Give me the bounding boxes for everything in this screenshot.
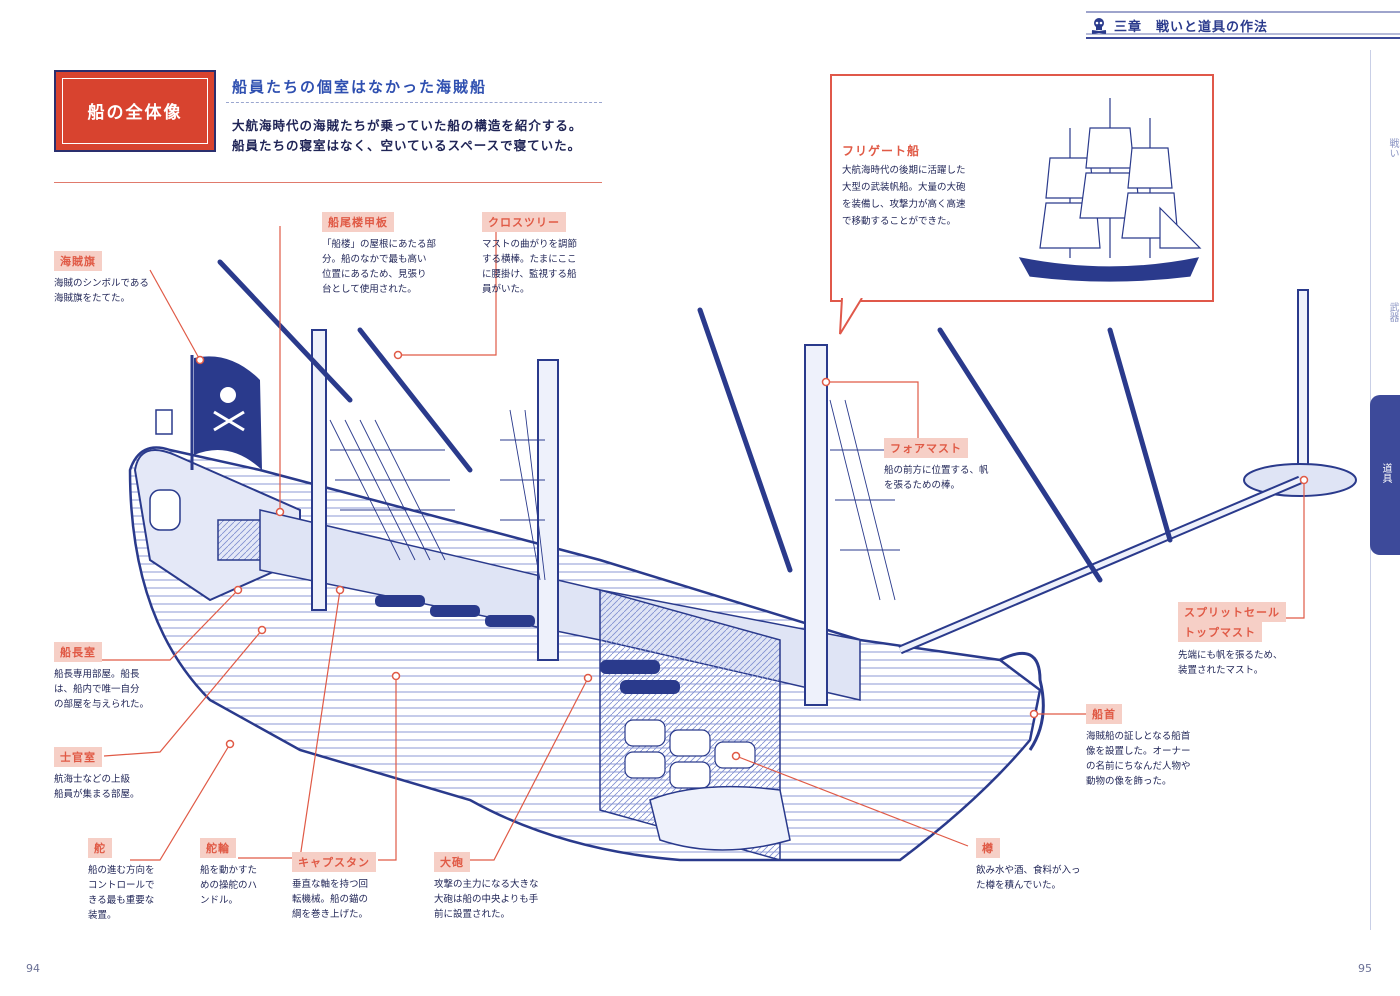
desc-line: 台として使用された。 — [322, 284, 417, 295]
desc-line: ンドル。 — [200, 895, 239, 906]
frigate-desc: 大航海時代の後期に活躍した 大型の武装帆船。大量の大砲 を装備し、攻撃力が高く高… — [842, 162, 966, 230]
desc-captain-room: 船長専用部屋。船長 は、船内で唯一自分 の部屋を与えられた。 — [54, 667, 149, 712]
desc-sprit: 先端にも帆を張るため、 装置されたマスト。 — [1178, 648, 1283, 678]
desc-line: 先端にも帆を張るため、 — [1178, 650, 1283, 661]
label-rudder: 舵 — [88, 838, 112, 858]
desc-line: 垂直な軸を持つ回 — [292, 879, 369, 890]
label-crosstree: クロスツリー — [482, 212, 566, 232]
desc-line: の名前にちなんだ人物や — [1086, 761, 1191, 772]
page-number-right: 95 — [1358, 962, 1372, 975]
desc-cannon: 攻撃の主力になる大きな 大砲は船の中央よりも手 前に設置された。 — [434, 877, 539, 922]
tab-tools[interactable]: 道具 — [1370, 395, 1400, 555]
desc-line: マストの曲がりを調節 — [482, 239, 578, 250]
desc-helm: 船を動かすた めの操舵のハ ンドル。 — [200, 863, 257, 908]
section-badge-text: 船の全体像 — [87, 103, 183, 123]
label-captain-room: 船長室 — [54, 642, 102, 662]
headline-divider — [226, 102, 602, 103]
label-foremast: フォアマスト — [884, 438, 968, 458]
section-badge: 船の全体像 — [54, 70, 216, 152]
desc-line: を張るための棒。 — [884, 480, 961, 491]
lead-line-1: 大航海時代の海賊たちが乗っていた船の構造を紹介する。 — [232, 118, 583, 133]
label-poop-deck: 船尾楼甲板 — [322, 212, 394, 232]
frigate-title: フリゲート船 — [842, 144, 921, 158]
desc-line: 船員が集まる部屋。 — [54, 789, 140, 800]
desc-line: 海賊旗をたてた。 — [54, 293, 131, 304]
desc-line: 船を動かすた — [200, 865, 258, 876]
desc-line: た樽を積んでいた。 — [976, 880, 1062, 891]
desc-line: する横棒。たまにここ — [482, 254, 577, 265]
desc-flag: 海賊のシンボルである 海賊旗をたてた。 — [54, 276, 149, 306]
desc-line: めの操舵のハ — [200, 880, 258, 891]
tab-tools-label: 道具 — [1380, 463, 1391, 483]
label-cannon: 大砲 — [434, 852, 470, 872]
label-flag: 海賊旗 — [54, 251, 102, 271]
desc-line: 飲み水や酒、食料が入っ — [976, 865, 1081, 876]
tab-battle[interactable]: 戦い — [1387, 138, 1398, 158]
desc-line: 船長専用部屋。船長 — [54, 669, 140, 680]
lead-line-2: 船員たちの寝室はなく、空いているスペースで寝ていた。 — [232, 138, 582, 153]
desc-line: 分。船のなかで最も高い — [322, 254, 427, 265]
desc-line: 攻撃の主力になる大きな — [434, 879, 539, 890]
label-officer-room: 士官室 — [54, 747, 102, 767]
desc-line: 大砲は船の中央よりも手 — [434, 894, 539, 905]
desc-line: 装置されたマスト。 — [1178, 665, 1264, 676]
chapter-header-rule — [1086, 11, 1400, 39]
desc-figurehead: 海賊船の証しとなる船首 像を設置した。オーナー の名前にちなんだ人物や 動物の像… — [1086, 729, 1191, 789]
frigate-illustration — [1018, 98, 1202, 282]
section-badge-frame — [62, 78, 208, 144]
label-helm: 舵輪 — [200, 838, 236, 858]
lead-text: 大航海時代の海賊たちが乗っていた船の構造を紹介する。 船員たちの寝室はなく、空い… — [232, 116, 582, 156]
label-barrel: 樽 — [976, 838, 1000, 858]
desc-line: 位置にあるため、見張り — [322, 269, 427, 280]
desc-line: コントロールで — [88, 880, 155, 891]
desc-line: は、船内で唯一自分 — [54, 684, 140, 695]
desc-barrel: 飲み水や酒、食料が入っ た樽を積んでいた。 — [976, 863, 1081, 893]
label-figurehead: 船首 — [1086, 704, 1122, 724]
chapter-title: 三章 戦いと道具の作法 — [1114, 20, 1269, 35]
desc-crosstree: マストの曲がりを調節 する横棒。たまにここ に腰掛け、監視する船 員がいた。 — [482, 237, 577, 297]
section-rule — [54, 182, 602, 183]
desc-line: 前に設置された。 — [434, 909, 511, 920]
desc-line: 航海士などの上級 — [54, 774, 131, 785]
desc-line: 装置。 — [88, 910, 117, 921]
desc-line: 綱を巻き上げた。 — [292, 909, 369, 920]
frigate-desc-line: 大航海時代の後期に活躍した — [842, 165, 966, 176]
desc-line: 員がいた。 — [482, 284, 530, 295]
label-sprit-2: トップマスト — [1178, 622, 1262, 642]
frigate-desc-line: を装備し、攻撃力が高く高速 — [842, 199, 966, 210]
desc-officer-room: 航海士などの上級 船員が集まる部屋。 — [54, 772, 140, 802]
desc-line: 海賊のシンボルである — [54, 278, 149, 289]
label-capstan: キャプスタン — [292, 852, 376, 872]
headline: 船員たちの個室はなかった海賊船 — [232, 78, 488, 96]
desc-line: 船の進む方向を — [88, 865, 155, 876]
desc-poop-deck: 「船楼」の屋根にあたる部 分。船のなかで最も高い 位置にあるため、見張り 台とし… — [322, 237, 436, 297]
desc-capstan: 垂直な軸を持つ回 転機械。船の錨の 綱を巻き上げた。 — [292, 877, 368, 922]
desc-line: 転機械。船の錨の — [292, 894, 369, 905]
chapter-header: 三章 戦いと道具の作法 — [1086, 10, 1400, 40]
desc-rudder: 船の進む方向を コントロールで きる最も重要な 装置。 — [88, 863, 155, 923]
desc-line: 船の前方に位置する、帆 — [884, 465, 989, 476]
desc-line: 像を設置した。オーナー — [1086, 746, 1191, 757]
desc-line: 「船楼」の屋根にあたる部 — [322, 239, 437, 250]
desc-foremast: 船の前方に位置する、帆 を張るための棒。 — [884, 463, 989, 493]
frigate-desc-line: 大型の武装帆船。大量の大砲 — [842, 182, 966, 193]
desc-line: 動物の像を飾った。 — [1086, 776, 1172, 787]
desc-line: きる最も重要な — [88, 895, 155, 906]
skull-icon — [1091, 18, 1107, 34]
desc-line: の部屋を与えられた。 — [54, 699, 150, 710]
tab-weapons[interactable]: 武器 — [1387, 302, 1398, 322]
inset-pointer — [839, 298, 863, 335]
page-number-left: 94 — [26, 962, 40, 975]
frigate-desc-line: で移動することができた。 — [842, 216, 957, 227]
desc-line: に腰掛け、監視する船 — [482, 269, 577, 280]
label-sprit-1: スプリットセール — [1178, 602, 1286, 622]
desc-line: 海賊船の証しとなる船首 — [1086, 731, 1191, 742]
